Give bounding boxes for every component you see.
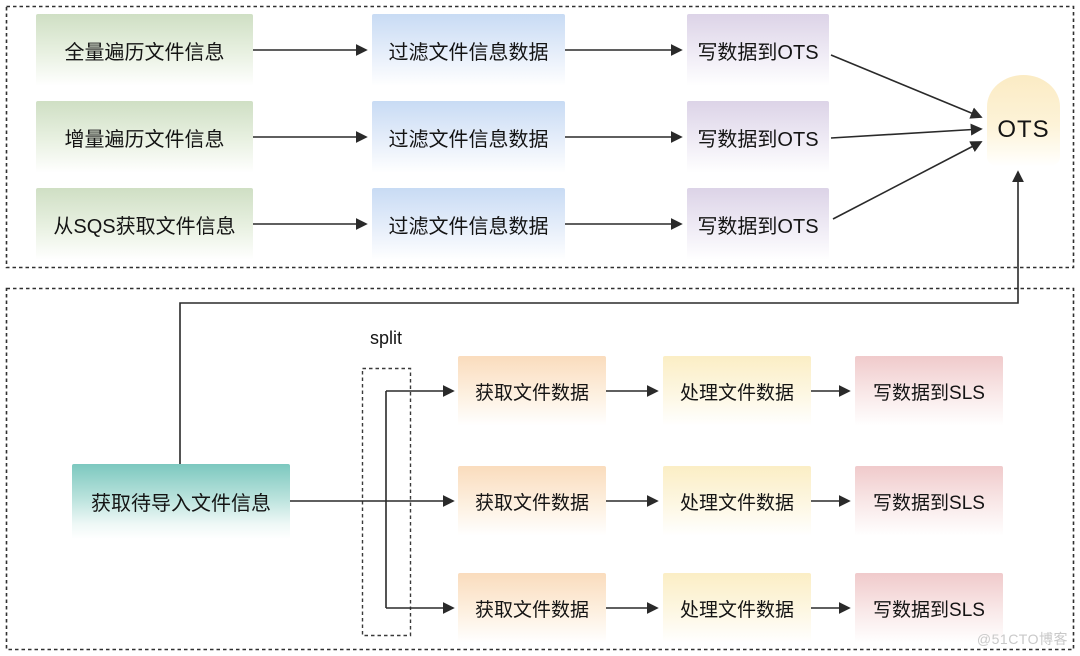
bottom-fetch-box-3: 获取文件数据 (458, 573, 606, 643)
bottom-process-box-2: 处理文件数据 (663, 466, 811, 536)
top-filter-box-3: 过滤文件信息数据 (372, 188, 565, 260)
ots-database-cylinder: OTS (987, 75, 1060, 167)
ots-database-label: OTS (997, 116, 1050, 143)
arrow-write2-ots (830, 123, 983, 139)
split-label: split (369, 328, 402, 348)
split-group-dashed-box (361, 367, 412, 637)
bottom-process-box-3: 处理文件数据 (663, 573, 811, 643)
bottom-write-sls-box-2: 写数据到SLS (855, 466, 1003, 536)
top-write-ots-box-2: 写数据到OTS (687, 101, 829, 173)
top-filter-box-1: 过滤文件信息数据 (372, 14, 565, 86)
top-write-ots-box-3: 写数据到OTS (687, 188, 829, 260)
top-write-ots-box-1: 写数据到OTS (687, 14, 829, 86)
bottom-fetch-box-2: 获取文件数据 (458, 466, 606, 536)
arrow-write1-ots (830, 54, 983, 119)
top-source-box-3: 从SQS获取文件信息 (36, 188, 253, 260)
top-source-box-2: 增量遍历文件信息 (36, 101, 253, 173)
bottom-write-sls-box-1: 写数据到SLS (855, 356, 1003, 426)
watermark: @51CTO博客 (976, 631, 1068, 647)
bottom-fetch-box-1: 获取文件数据 (458, 356, 606, 426)
bottom-process-box-1: 处理文件数据 (663, 356, 811, 426)
top-filter-box-2: 过滤文件信息数据 (372, 101, 565, 173)
top-source-box-1: 全量遍历文件信息 (36, 14, 253, 86)
bottom-import-source-box: 获取待导入文件信息 (72, 464, 290, 539)
arrow-write3-ots (832, 141, 983, 220)
bottom-write-sls-box-3: 写数据到SLS (855, 573, 1003, 643)
